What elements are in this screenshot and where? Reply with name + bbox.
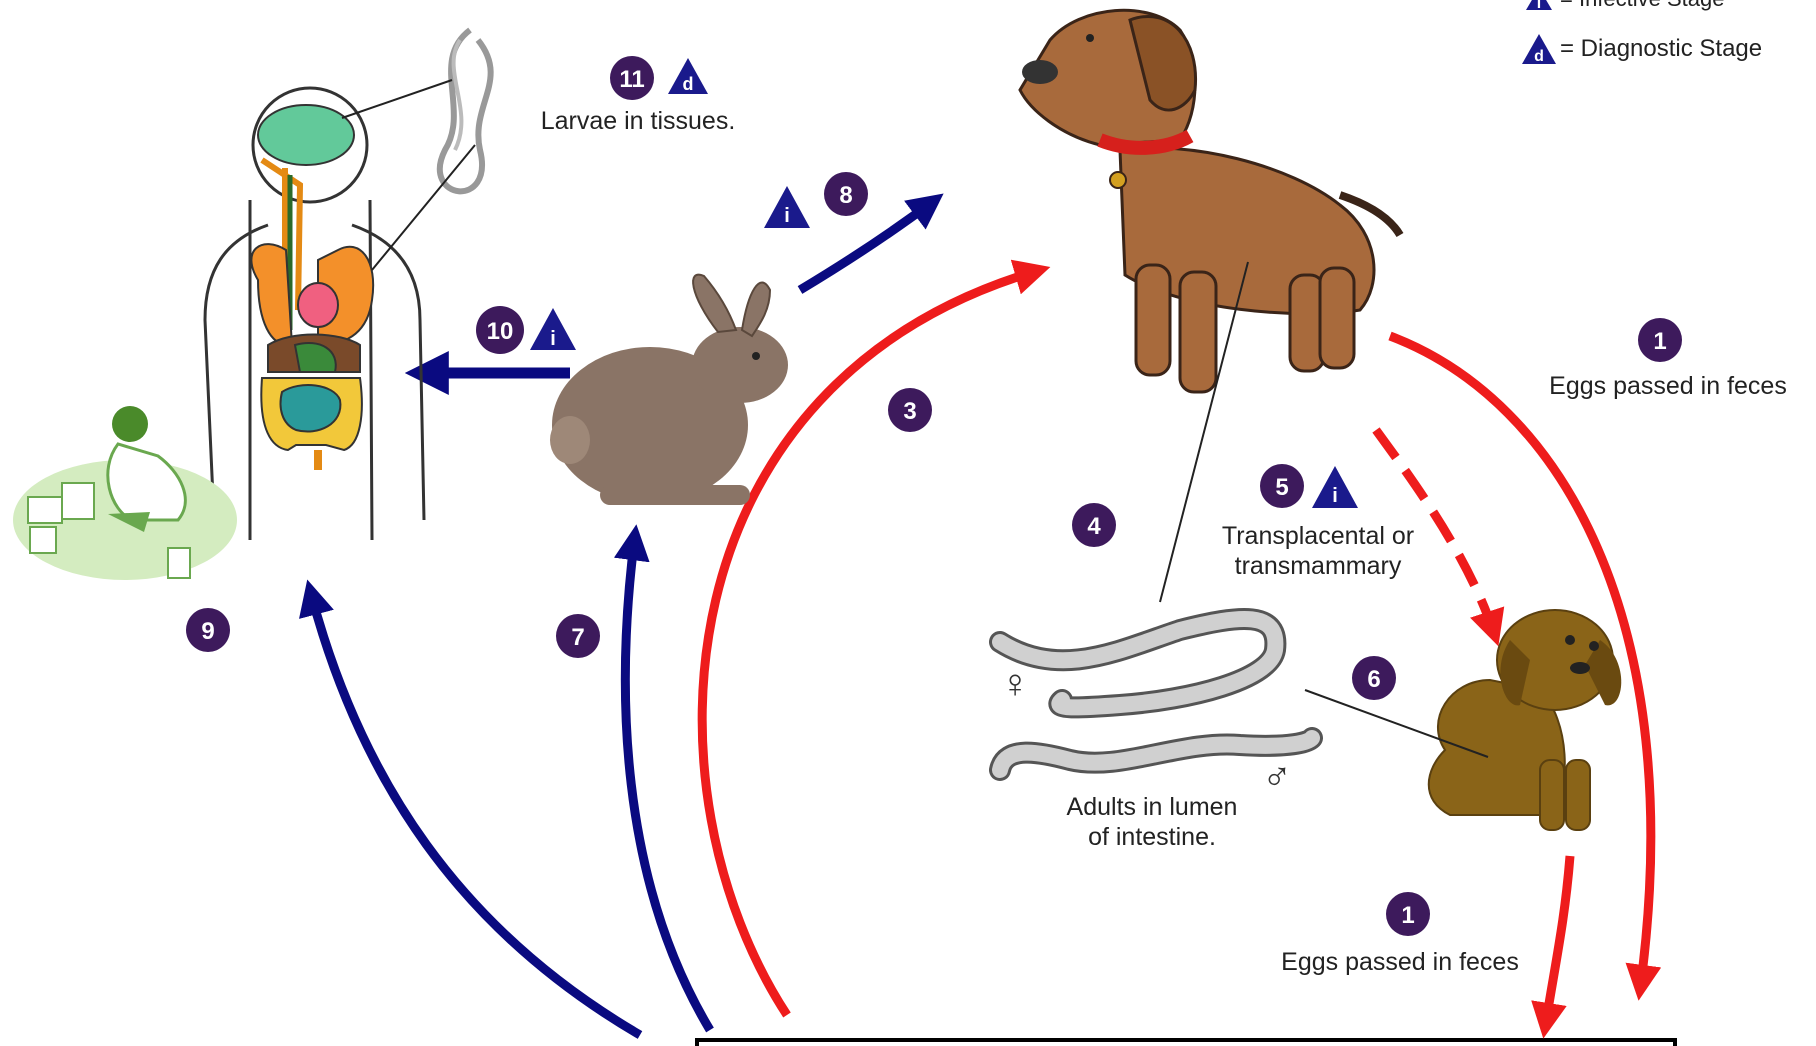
step-5-caption-line1: Transplacental or xyxy=(1222,522,1414,550)
step-11-number: 11 xyxy=(619,66,644,93)
adults-caption-line2: of intestine. xyxy=(1088,823,1216,851)
diagnostic-stage-icon: d xyxy=(1522,34,1556,65)
step-8-marker: i 8 xyxy=(764,172,868,228)
step-6-marker: 6 xyxy=(1352,656,1396,700)
step-4-number: 4 xyxy=(1087,513,1101,540)
step-9-marker: 9 xyxy=(186,608,230,652)
step-7-number: 7 xyxy=(571,624,584,651)
infective-stage-icon: i xyxy=(764,186,810,228)
diagnostic-symbol: d xyxy=(1534,48,1544,65)
infective-stage-icon: i xyxy=(530,308,576,350)
step-10-stage-symbol: i xyxy=(550,328,556,350)
arrow-soil-to-rabbit xyxy=(625,535,710,1030)
step-1-lower-marker: 1 Eggs passed in feces xyxy=(1281,892,1519,976)
adult-worms-illustration: ♀ ♂ xyxy=(1000,619,1312,799)
step-1-upper-number: 1 xyxy=(1653,328,1666,355)
child-playing-in-sandbox-illustration xyxy=(13,406,237,580)
step-3-marker: 3 xyxy=(888,388,932,432)
infective-stage-icon: i xyxy=(1312,466,1358,508)
step-11-caption: Larvae in tissues. xyxy=(541,107,736,135)
human-body-illustration xyxy=(205,30,491,540)
step-8-number: 8 xyxy=(839,182,852,209)
brain xyxy=(258,105,354,165)
step-7-marker: 7 xyxy=(556,614,600,658)
rabbit-illustration xyxy=(550,275,788,505)
larva-coil-icon xyxy=(440,30,491,191)
puppy-illustration xyxy=(1429,610,1622,830)
step-4-marker: 4 xyxy=(1072,503,1116,547)
arrow-puppy-to-soil xyxy=(1545,856,1570,1028)
female-symbol: ♀ xyxy=(1000,662,1030,706)
step-11-marker: 11 d Larvae in tissues. xyxy=(541,56,736,135)
adults-caption-line1: Adults in lumen xyxy=(1067,793,1238,821)
small-intestine xyxy=(281,385,341,432)
legend: i = Infective Stage d = Diagnostic Stage xyxy=(1522,0,1762,65)
environment-box xyxy=(697,1040,1675,1046)
step-1-lower-caption: Eggs passed in feces xyxy=(1281,948,1519,976)
male-symbol: ♂ xyxy=(1262,755,1292,799)
legend-diagnostic-label: = Diagnostic Stage xyxy=(1560,35,1762,62)
adult-dog-illustration xyxy=(1020,10,1400,392)
heart xyxy=(298,283,338,327)
left-lung xyxy=(251,244,292,345)
infective-symbol: i xyxy=(1537,0,1541,12)
step-10-number: 10 xyxy=(487,318,514,345)
legend-infective-label: = Infective Stage xyxy=(1560,0,1725,11)
arrow-soil-to-human xyxy=(310,590,640,1035)
step-5-caption-line2: transmammary xyxy=(1235,552,1402,580)
step-5-stage-symbol: i xyxy=(1332,485,1338,507)
step-8-stage-symbol: i xyxy=(784,205,790,227)
step-1-upper-marker: 1 Eggs passed in feces xyxy=(1549,318,1787,400)
adults-caption: Adults in lumen of intestine. xyxy=(1067,793,1238,851)
dog-nose xyxy=(1022,60,1058,84)
arrow-rabbit-to-dog xyxy=(800,200,935,290)
step-5-marker: 5 i Transplacental or transmammary xyxy=(1222,464,1414,580)
step-1-lower-number: 1 xyxy=(1401,902,1414,929)
step-9-number: 9 xyxy=(201,618,214,645)
step-10-marker: 10 i xyxy=(476,306,576,354)
diagnostic-stage-icon: d xyxy=(668,58,708,94)
step-1-upper-caption: Eggs passed in feces xyxy=(1549,372,1787,400)
step-5-number: 5 xyxy=(1275,474,1288,501)
step-3-number: 3 xyxy=(903,398,916,425)
step-6-number: 6 xyxy=(1367,666,1380,693)
step-11-stage-symbol: d xyxy=(683,74,694,94)
infective-stage-icon: i xyxy=(1526,0,1552,12)
